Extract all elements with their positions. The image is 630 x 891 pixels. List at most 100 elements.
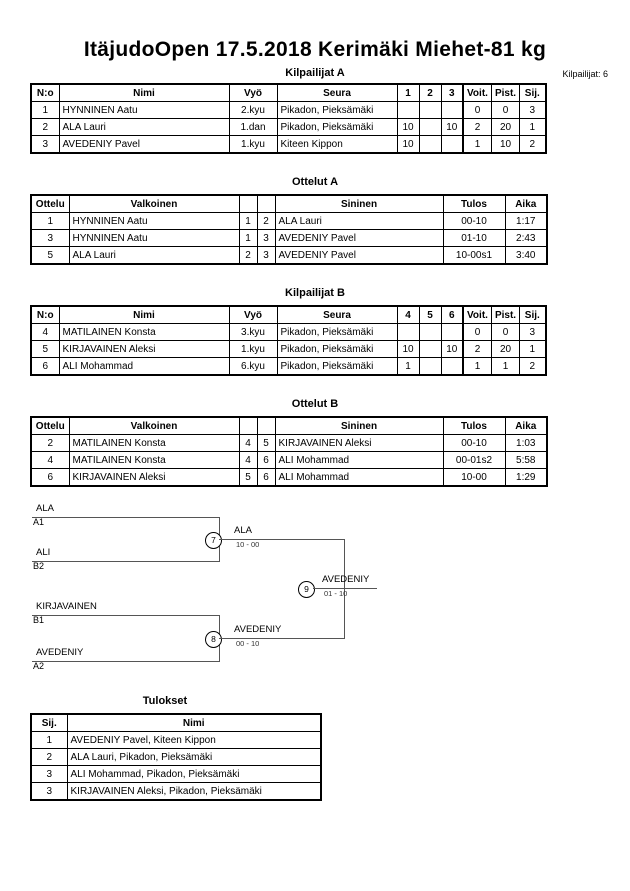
col-wins: Voit. (461, 83, 492, 103)
bracket-entrant-name: AVEDENIY (36, 647, 84, 659)
cell-time: 2:43 (504, 229, 548, 248)
cell-game-4: 1 (396, 357, 420, 376)
bracket-line (32, 517, 220, 519)
cell-points: 0 (490, 101, 521, 120)
cell-blue: KIRJAVAINEN Aleksi (274, 434, 444, 453)
cell-game-4: 10 (396, 340, 420, 359)
matches-a-table-wrap: Ottelu Valkoinen Sininen Tulos Aika 1 HY… (0, 194, 630, 266)
cell-white-no: 1 (238, 229, 258, 248)
col-blue: Sininen (274, 416, 444, 436)
col-rank: Sij. (519, 83, 547, 103)
cell-wins: 1 (461, 135, 492, 154)
bracket-match-score: 10 - 00 (236, 540, 260, 550)
bracket-entrant-seed: B2 (33, 561, 45, 572)
bracket-final-winner-name: AVEDENIY (322, 574, 370, 586)
col-club: Seura (276, 305, 398, 325)
cell-white: HYNNINEN Aatu (68, 229, 240, 248)
cell-no: 1 (30, 101, 60, 120)
cell-white-no: 5 (238, 468, 258, 487)
cell-name: AVEDENIY Pavel, Kiteen Kippon (66, 731, 322, 750)
col-no: N:o (30, 83, 60, 103)
bracket-entrant-seed: B1 (33, 615, 45, 626)
results-table: Sij. Nimi 1 AVEDENIY Pavel, Kiteen Kippo… (30, 713, 322, 802)
col-result: Tulos (442, 416, 506, 436)
cell-points: 20 (490, 118, 521, 137)
matches-a-header-row: Ottelu Valkoinen Sininen Tulos Aika (30, 194, 548, 214)
cell-blue-no: 3 (256, 229, 276, 248)
col-blue: Sininen (274, 194, 444, 214)
cell-blue-no: 3 (256, 246, 276, 265)
bracket-match-node-8: 8 (205, 631, 222, 649)
pool-a-table-wrap: N:o Nimi Vyö Seura 1 2 3 Voit. Pist. Sij… (0, 83, 630, 155)
cell-no: 2 (30, 118, 60, 137)
cell-belt: 6.kyu (228, 357, 278, 376)
col-white-no (238, 194, 258, 214)
cell-belt: 2.kyu (228, 101, 278, 120)
col-club: Seura (276, 83, 398, 103)
cell-white: MATILAINEN Konsta (68, 434, 240, 453)
cell-match-no: 2 (30, 434, 70, 453)
col-match-no: Ottelu (30, 416, 70, 436)
cell-belt: 3.kyu (228, 323, 278, 342)
cell-game-2 (418, 101, 442, 120)
bracket-line (219, 638, 345, 640)
col-game-4: 4 (396, 305, 420, 325)
col-points: Pist. (490, 305, 521, 325)
cell-rank: 3 (30, 765, 68, 784)
cell-game-6 (440, 323, 464, 342)
pool-b-header-row: N:o Nimi Vyö Seura 4 5 6 Voit. Pist. Sij… (30, 305, 547, 325)
cell-rank: 2 (519, 357, 547, 376)
cell-wins: 2 (461, 340, 492, 359)
cell-no: 6 (30, 357, 60, 376)
table-row: 2 ALA Lauri 1.dan Pikadon, Pieksämäki 10… (30, 118, 547, 137)
cell-name: AVEDENIY Pavel (58, 135, 230, 154)
table-row: 2 ALA Lauri, Pikadon, Pieksämäki (30, 748, 322, 767)
results-header-row: Sij. Nimi (30, 713, 322, 733)
bracket-entrant-seed: A1 (33, 517, 45, 528)
pool-b-table: N:o Nimi Vyö Seura 4 5 6 Voit. Pist. Sij… (30, 305, 547, 377)
bracket-line (32, 561, 220, 563)
cell-blue: AVEDENIY Pavel (274, 246, 444, 265)
cell-result: 00-01s2 (442, 451, 506, 470)
matches-b-table: Ottelu Valkoinen Sininen Tulos Aika 2 MA… (30, 416, 548, 488)
cell-game-5 (418, 323, 442, 342)
cell-belt: 1.kyu (228, 340, 278, 359)
cell-game-3 (440, 135, 464, 154)
table-row: 1 HYNNINEN Aatu 2.kyu Pikadon, Pieksämäk… (30, 101, 547, 120)
bracket-match-score: 00 - 10 (236, 639, 260, 649)
cell-match-no: 5 (30, 246, 70, 265)
matches-a-table: Ottelu Valkoinen Sininen Tulos Aika 1 HY… (30, 194, 548, 266)
cell-name: ALI Mohammad (58, 357, 230, 376)
table-row: 4 MATILAINEN Konsta 3.kyu Pikadon, Pieks… (30, 323, 547, 342)
bracket-entrant-name: ALA (36, 503, 54, 515)
cell-white-no: 4 (238, 451, 258, 470)
table-row: 1 AVEDENIY Pavel, Kiteen Kippon (30, 731, 322, 750)
bracket-entrant-seed: A2 (33, 661, 45, 672)
cell-club: Kiteen Kippon (276, 135, 398, 154)
col-time: Aika (504, 416, 548, 436)
cell-match-no: 6 (30, 468, 70, 487)
cell-rank: 3 (519, 323, 547, 342)
table-row: 3 AVEDENIY Pavel 1.kyu Kiteen Kippon 10 … (30, 135, 547, 154)
cell-result: 00-10 (442, 434, 506, 453)
cell-white: ALA Lauri (68, 246, 240, 265)
col-belt: Vyö (228, 305, 278, 325)
results-label: Tulokset (142, 695, 188, 708)
cell-no: 4 (30, 323, 60, 342)
cell-no: 5 (30, 340, 60, 359)
cell-points: 20 (490, 340, 521, 359)
cell-name: ALA Lauri, Pikadon, Pieksämäki (66, 748, 322, 767)
table-row: 1 HYNNINEN Aatu 1 2 ALA Lauri 00-10 1:17 (30, 212, 548, 231)
bracket-line (32, 661, 220, 663)
col-rank: Sij. (30, 713, 68, 733)
cell-white: MATILAINEN Konsta (68, 451, 240, 470)
col-name: Nimi (58, 305, 230, 325)
competitor-count: Kilpailijat: 6 (562, 69, 608, 80)
cell-match-no: 3 (30, 229, 70, 248)
col-wins: Voit. (461, 305, 492, 325)
matches-b-label: Ottelut B (291, 398, 339, 411)
cell-white-no: 4 (238, 434, 258, 453)
cell-blue-no: 5 (256, 434, 276, 453)
col-points: Pist. (490, 83, 521, 103)
